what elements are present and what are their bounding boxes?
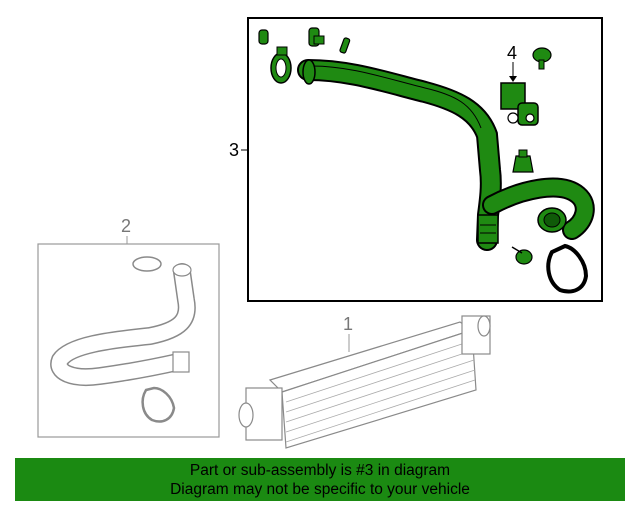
pressure-sensor[interactable] <box>500 82 539 126</box>
intercooler-outlet-hose[interactable] <box>50 263 196 386</box>
seal-faded[interactable] <box>141 386 176 423</box>
fastener-c[interactable] <box>339 37 351 54</box>
intercooler[interactable] <box>238 315 491 449</box>
grommet[interactable] <box>512 149 534 173</box>
callout-1[interactable]: 1 <box>343 314 353 334</box>
part3-frame <box>247 17 603 302</box>
part2-frame <box>37 243 220 438</box>
banner-line-2: Diagram may not be specific to your vehi… <box>170 481 470 498</box>
banner-line-1: Part or sub-assembly is #3 in diagram <box>189 462 451 479</box>
clamp-faded[interactable] <box>132 256 162 272</box>
info-banner: Part or sub-assembly is #3 in diagram Di… <box>15 458 625 501</box>
gasket-seal[interactable] <box>546 243 589 294</box>
fastener-b[interactable] <box>308 27 325 47</box>
callout-4[interactable]: 4 <box>507 43 517 63</box>
callout-3[interactable]: 3 <box>229 140 239 160</box>
callout-2[interactable]: 2 <box>121 216 131 236</box>
bolt-top-right[interactable] <box>532 47 552 70</box>
fastener-a[interactable] <box>258 29 269 45</box>
hose-clamp-top[interactable] <box>270 46 292 84</box>
bolt-lower[interactable] <box>511 246 533 265</box>
charge-air-hose-highlighted[interactable] <box>297 59 595 251</box>
